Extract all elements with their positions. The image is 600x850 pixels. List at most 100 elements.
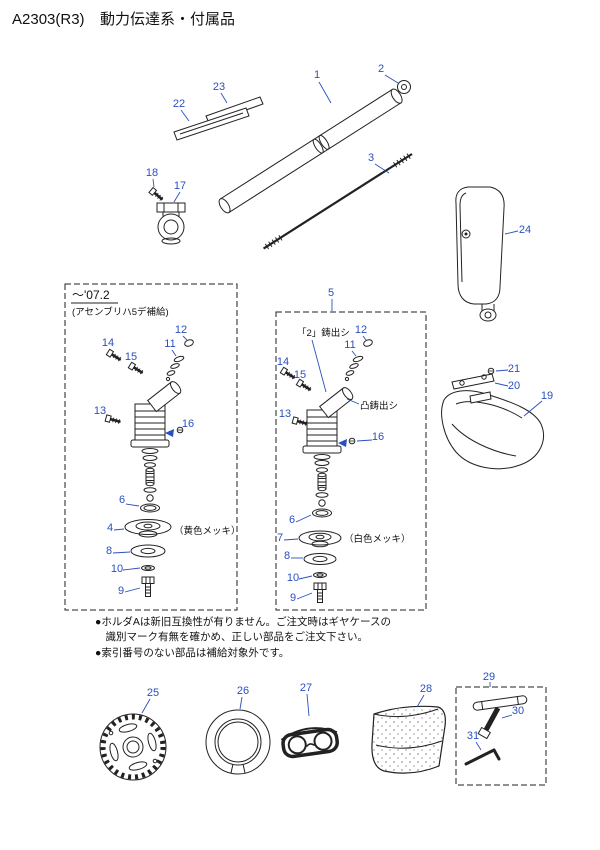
leader-11-right	[351, 350, 357, 357]
gearcase-right-assembly: 「2」鋳出シ 12 11 14 15	[277, 324, 411, 604]
leader-19	[523, 400, 543, 417]
leader-21	[495, 369, 509, 372]
gearcase-right	[302, 387, 354, 460]
clamp-bracket-17	[156, 202, 186, 245]
leader-7	[283, 538, 299, 541]
holder-b-disc-8-left	[130, 544, 166, 558]
callout-28: 28	[420, 683, 432, 695]
callout-7: 7	[277, 532, 283, 544]
callout-20: 20	[508, 380, 520, 392]
callout-6-left: 6	[119, 494, 125, 506]
holder-b-disc-8-right	[303, 553, 337, 565]
callout-6-right: 6	[289, 514, 295, 526]
leader-10-right	[298, 575, 313, 580]
callout-19: 19	[541, 390, 553, 402]
callout-26: 26	[237, 685, 249, 697]
page-code: A2303(R3)	[12, 11, 85, 28]
leader-boss-mark	[346, 398, 360, 405]
callout-1: 1	[314, 69, 320, 81]
leader-24	[504, 230, 519, 235]
bolt-14-left	[105, 347, 124, 364]
callout-14-left: 14	[102, 337, 114, 349]
note-line-1: ●ホルダAは新旧互換性が有りません。ご注文時はギヤケースの	[95, 615, 391, 628]
decal-22	[173, 107, 250, 141]
snap-ring-12-left	[184, 339, 194, 347]
bolt-13-left	[103, 413, 123, 427]
boss-mark-label: 凸鋳出シ	[360, 400, 398, 412]
callout-16-left: 16	[182, 418, 194, 430]
callout-8-right: 8	[284, 550, 290, 562]
callout-22: 22	[173, 98, 185, 110]
callout-17: 17	[174, 180, 186, 192]
screw-21	[487, 367, 495, 375]
callout-15-right: 15	[294, 369, 306, 381]
pipe-end-cap	[397, 80, 411, 94]
leader-10-left	[122, 567, 141, 571]
shaft-stack-left	[142, 455, 158, 502]
shaft-stack-right	[314, 460, 330, 507]
callout-9-right: 9	[290, 592, 296, 604]
leader-1	[318, 81, 332, 104]
callout-29: 29	[483, 671, 495, 683]
note-line-2: 識別マーク有無を確かめ、正しい部品をご注文下さい。	[95, 630, 368, 643]
callout-8-left: 8	[106, 545, 112, 557]
callout-5: 5	[328, 287, 334, 299]
shoulder-hanger	[455, 186, 505, 322]
callout-13-left: 13	[94, 405, 106, 417]
washer-set-11-left	[165, 355, 185, 382]
callout-31: 31	[467, 730, 479, 742]
leader-8-left	[112, 551, 131, 554]
main-pipe	[218, 88, 403, 214]
callout-10-left: 10	[111, 563, 123, 575]
bolt-15-left	[127, 360, 146, 377]
plating-note-yellow: （黄色メッキ）	[174, 525, 241, 537]
leader-27	[306, 693, 310, 717]
left-box-title: ～'07.2	[72, 288, 110, 302]
right-spec-box	[275, 311, 427, 611]
callout-23: 23	[213, 81, 225, 93]
drive-shaft	[262, 153, 413, 250]
tool-pouch	[371, 705, 446, 774]
leader-17	[173, 191, 181, 203]
snap-ring-12-right	[363, 339, 373, 347]
holder-a-disc-7	[298, 530, 342, 548]
leader-18	[152, 178, 155, 188]
callout-25: 25	[147, 687, 159, 699]
leader-6-left	[125, 503, 140, 507]
leader-31	[475, 741, 482, 751]
bolt-13-right	[290, 415, 310, 429]
ring-6-right	[312, 508, 332, 518]
blade-guard-assembly	[441, 367, 544, 470]
callout-30: 30	[512, 705, 524, 717]
leader-9-left	[124, 587, 141, 593]
leader-3	[374, 163, 390, 174]
bolt-15-right	[295, 377, 314, 394]
gearcase-left	[130, 381, 182, 454]
callout-16-right: 16	[372, 431, 384, 443]
callout-2: 2	[378, 63, 384, 75]
bolt-9-right	[313, 582, 327, 603]
leader-12-right	[362, 335, 367, 341]
safety-goggles	[280, 727, 339, 759]
callout-15-left: 15	[125, 351, 137, 363]
note-line-3: ●索引番号のない部品は補給対象外です。	[95, 646, 289, 659]
leader-6-right	[295, 514, 312, 523]
left-box-subtitle: (アセンブリハ5デ補給)	[72, 306, 169, 318]
ring-6-left	[140, 503, 160, 513]
callout-21: 21	[508, 363, 520, 375]
page-title: 動力伝達系・付属品	[100, 11, 235, 28]
callout-10-right: 10	[287, 572, 299, 584]
arrow-16-right	[338, 439, 347, 447]
clamp-bolt-18	[147, 186, 166, 204]
callout-14-right: 14	[277, 356, 289, 368]
leader-23	[220, 92, 228, 104]
cast-mark-label: 「2」鋳出シ	[297, 327, 350, 339]
leader-cast-mark	[311, 339, 327, 393]
callout-12-left: 12	[175, 324, 187, 336]
leader-26	[239, 696, 243, 710]
washer-10-left	[141, 565, 155, 571]
t-wrench	[472, 695, 528, 740]
guard-ring	[205, 709, 271, 775]
saw-blade	[99, 713, 167, 781]
